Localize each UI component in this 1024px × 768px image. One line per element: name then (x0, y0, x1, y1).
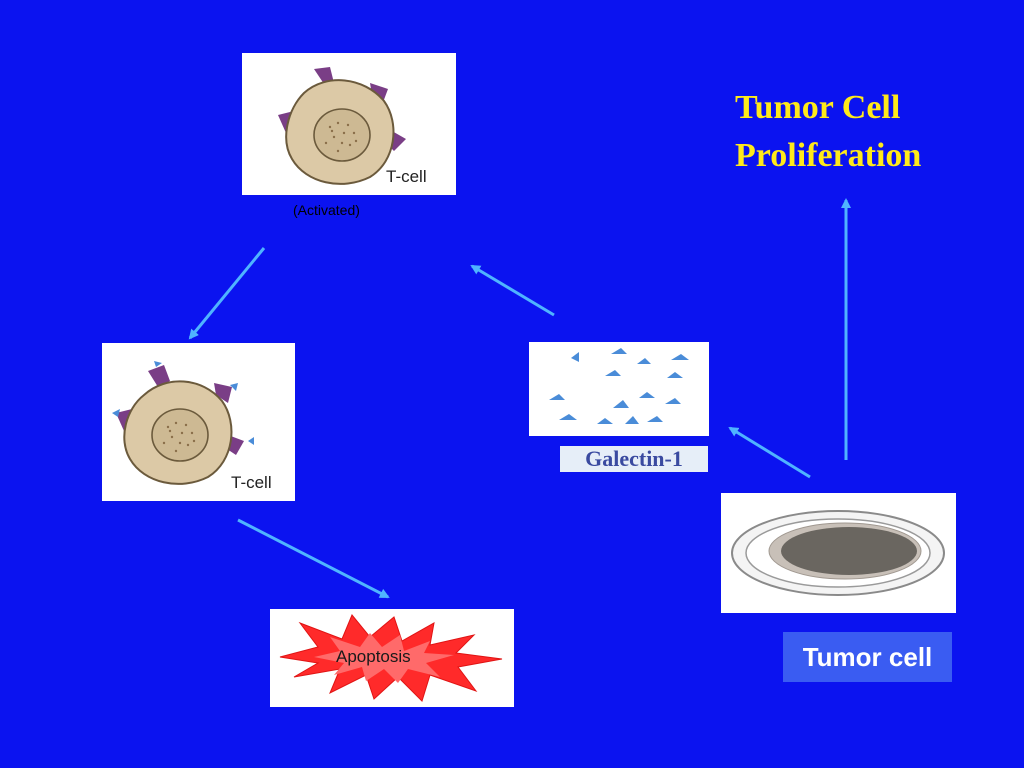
t-cell-icon (112, 361, 254, 485)
galectin-label: Galectin-1 (560, 446, 708, 472)
t-cell-label: T-cell (231, 473, 272, 492)
apoptosis-label: Apoptosis (336, 647, 411, 666)
galectin-panel (529, 342, 709, 436)
starburst-icon (279, 614, 503, 702)
arrow-bound-to-apoptosis (237, 518, 390, 599)
nucleus (151, 408, 209, 462)
tumor-cell-icon (731, 510, 945, 596)
galectin-triangle (230, 383, 238, 391)
tumor-cell-label: Tumor cell (783, 632, 952, 682)
arrow-galectin-to-activated (470, 264, 555, 317)
title-line-2: Proliferation (735, 137, 922, 174)
tumor-cell-panel (721, 493, 956, 613)
slide-title: Tumor Cell Proliferation (735, 84, 995, 180)
galectin-triangle (248, 437, 254, 445)
arrow-activated-to-bound (188, 247, 266, 340)
nucleus (313, 108, 371, 162)
apoptosis-panel: Apoptosis (270, 609, 514, 707)
bound-t-cell-panel: T-cell (102, 343, 295, 501)
receptor (214, 383, 232, 403)
arrow-tumor-to-galectin (728, 426, 811, 479)
receptor (148, 365, 170, 387)
galectin-triangle (154, 361, 162, 367)
t-cell-label: T-cell (386, 167, 427, 186)
title-line-1: Tumor Cell (735, 89, 901, 126)
galectin-triangle (112, 409, 120, 417)
activated-caption: (Activated) (293, 202, 360, 218)
galectin-icon (549, 348, 689, 424)
t-cell-icon (278, 67, 406, 185)
activated-t-cell-panel: T-cell (242, 53, 456, 195)
